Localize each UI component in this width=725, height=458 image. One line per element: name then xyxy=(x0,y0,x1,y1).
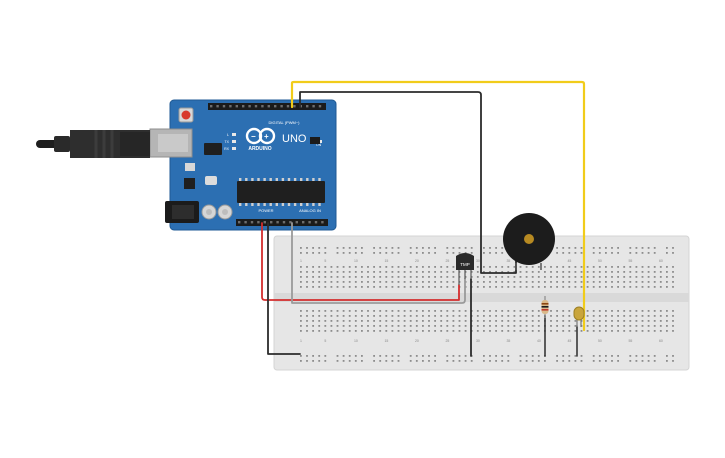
dc-power-jack[interactable] xyxy=(165,201,199,223)
analog-header-label: ANALOG IN xyxy=(299,208,321,213)
led-rx-label: RX xyxy=(224,147,230,151)
led-tx-label: TX xyxy=(225,140,230,144)
power-analog-header[interactable] xyxy=(236,219,328,226)
breadboard[interactable]: 1155101015152020252530303535404045455050… xyxy=(273,235,690,371)
board-brand: ARDUINO xyxy=(248,146,271,152)
regulator-ic xyxy=(184,178,195,189)
breadboard-holes xyxy=(300,247,674,362)
column-number: 10 xyxy=(354,339,358,343)
capacitors xyxy=(201,204,233,220)
column-number: 40 xyxy=(537,339,541,343)
led-l-label: L xyxy=(227,133,229,137)
column-number: 25 xyxy=(445,339,449,343)
resistor[interactable] xyxy=(541,296,549,318)
led-on-label: ON xyxy=(316,143,322,147)
column-number: 25 xyxy=(445,259,449,263)
column-number: 35 xyxy=(506,339,510,343)
atmega-chip xyxy=(237,181,325,203)
column-number: 50 xyxy=(598,259,602,263)
column-number: 55 xyxy=(628,259,632,263)
led[interactable] xyxy=(573,306,585,327)
column-number: 35 xyxy=(506,259,510,263)
column-number: 15 xyxy=(384,339,388,343)
usb-port[interactable] xyxy=(149,128,193,158)
usb-cable[interactable] xyxy=(36,130,150,158)
column-number: 55 xyxy=(628,339,632,343)
usb-chip xyxy=(204,143,222,155)
column-number: 20 xyxy=(415,259,419,263)
column-number: 60 xyxy=(659,259,663,263)
column-number: 10 xyxy=(354,259,358,263)
wires[interactable] xyxy=(261,80,586,357)
red-wire-5v xyxy=(261,222,460,301)
reset-button[interactable] xyxy=(178,107,194,123)
column-number: 45 xyxy=(567,339,571,343)
column-number: 30 xyxy=(476,259,480,263)
piezo-buzzer[interactable] xyxy=(503,213,555,270)
column-number: 30 xyxy=(476,339,480,343)
crystal-oscillator xyxy=(205,176,217,185)
column-number: 20 xyxy=(415,339,419,343)
board-model: UNO xyxy=(282,133,307,145)
column-number: 50 xyxy=(598,339,602,343)
column-number: 5 xyxy=(324,339,326,343)
sensor-label: TMP xyxy=(460,262,470,267)
digital-header[interactable] xyxy=(208,103,326,110)
column-number: 45 xyxy=(567,259,571,263)
svg-text:−: − xyxy=(251,132,256,141)
gray-wire-a0 xyxy=(291,222,466,304)
arduino-uno-board[interactable]: − + ARDUINO UNO DIGITAL (PWM~) POWER ANA… xyxy=(149,99,337,231)
temperature-sensor[interactable]: TMP xyxy=(456,253,474,285)
yellow-wire xyxy=(290,80,586,332)
svg-text:+: + xyxy=(264,132,269,141)
column-number: 1 xyxy=(300,259,302,263)
column-number: 15 xyxy=(384,259,388,263)
column-number: 1 xyxy=(300,339,302,343)
column-number: 60 xyxy=(659,339,663,343)
voltage-regulator xyxy=(185,163,195,171)
digital-header-label: DIGITAL (PWM~) xyxy=(269,120,301,125)
black-wire-buzzer xyxy=(299,91,517,274)
power-header-label: POWER xyxy=(258,208,273,213)
icsp-header xyxy=(310,137,320,144)
arduino-logo: − + xyxy=(245,127,276,145)
column-number: 5 xyxy=(324,259,326,263)
black-wire-gnd xyxy=(267,222,301,355)
